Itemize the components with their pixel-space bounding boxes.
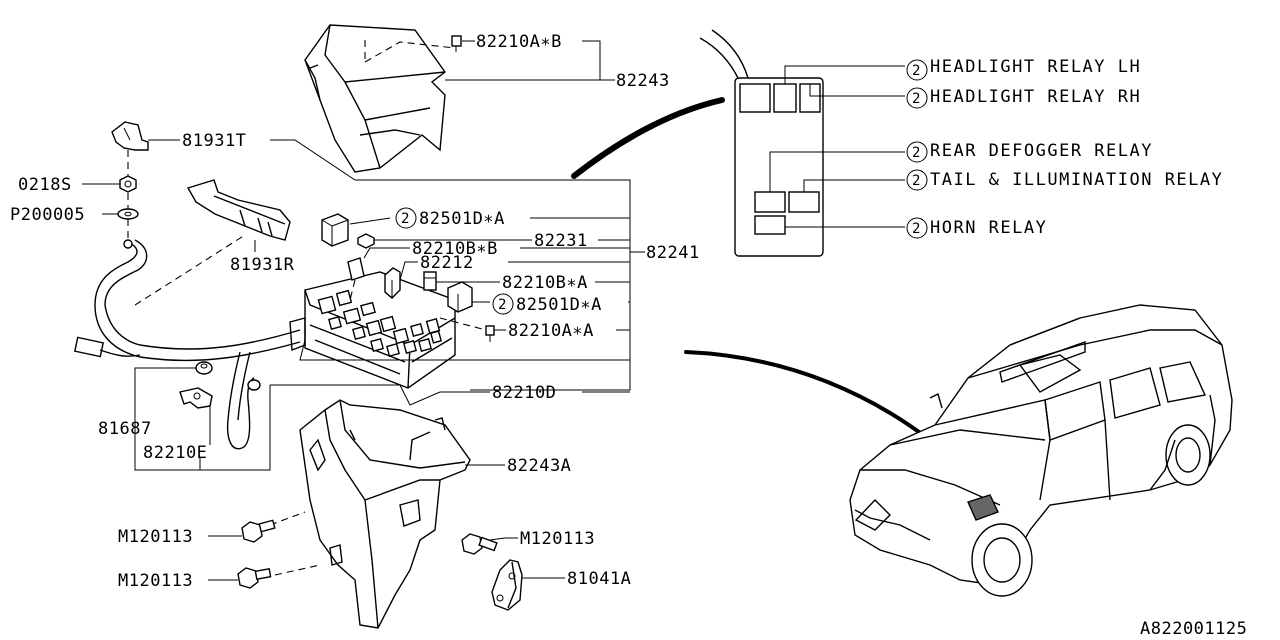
circle-mark-2: 2 (912, 91, 920, 107)
part-label-82243: 82243 (616, 71, 670, 91)
part-label-82210A-A: 82210A∗A (508, 321, 594, 341)
diagram-id: A822001125 (1140, 619, 1247, 639)
part-label-81931T: 81931T (182, 131, 246, 151)
part-label-82243A: 82243A (507, 456, 571, 476)
part-label-82210B-A: 82210B∗A (502, 273, 588, 293)
terminal-81931T (111, 121, 149, 178)
part-label-82231: 82231 (534, 231, 588, 251)
circle-marks: 2 2 2 2 2 2 2 (395, 59, 928, 315)
wire-harness (73, 234, 301, 450)
vehicle-illustration (849, 304, 1233, 597)
relay-label-headlight-rh: HEADLIGHT RELAY RH (930, 87, 1141, 107)
part-label-0218S: 0218S (18, 175, 72, 195)
clip-82210A-B (451, 35, 462, 52)
relay-label-tail-illumination: TAIL & ILLUMINATION RELAY (930, 170, 1223, 190)
fuse-82212 (384, 267, 401, 299)
nut-0218S (119, 175, 137, 193)
fuse-82210B-A (423, 271, 437, 291)
lower-bracket-82243A (269, 399, 471, 629)
part-label-m120113-3: M120113 (520, 529, 595, 549)
bolt-m120113-2 (237, 567, 272, 589)
pointer-to-relay-box (571, 97, 725, 179)
relay-leaders (769, 65, 905, 228)
part-label-P200005: P200005 (10, 205, 85, 225)
bolt-m120113-1 (241, 519, 276, 543)
part-label-82501D-A-1: 82501D∗A (419, 209, 505, 229)
relay-label-rear-defogger: REAR DEFOGGER RELAY (930, 141, 1153, 161)
circle-mark-7: 2 (498, 297, 506, 313)
relay-82501D-A-1 (321, 213, 349, 247)
relay-label-headlight-lh: HEADLIGHT RELAY LH (930, 57, 1141, 77)
part-label-82210D: 82210D (492, 383, 556, 403)
part-label-82210E: 82210E (143, 443, 207, 463)
fuse-box-cover (304, 24, 456, 173)
relay-label-horn: HORN RELAY (930, 218, 1047, 238)
part-label-82241: 82241 (646, 243, 700, 263)
part-label-m120113-1: M120113 (118, 527, 193, 547)
leader-lines (82, 40, 645, 581)
circle-mark-6: 2 (401, 211, 409, 227)
part-label-m120113-2: M120113 (118, 571, 193, 591)
bracket-81041A (491, 559, 523, 611)
part-label-82501D-A-2: 82501D∗A (516, 295, 602, 315)
relay-detail-box (699, 29, 824, 257)
relay-82501D-A-2 (447, 281, 473, 313)
circle-mark-3: 2 (912, 145, 920, 161)
fuse-82231 (357, 233, 375, 249)
circle-mark-4: 2 (912, 173, 920, 189)
bracket-81931R (186, 179, 291, 241)
part-label-81931R: 81931R (230, 255, 295, 275)
part-label-82212: 82212 (420, 253, 474, 273)
fuse-82210B-B (347, 257, 365, 301)
part-label-81687: 81687 (98, 419, 152, 439)
bolt-m120113-3 (461, 533, 498, 555)
main-fuse-box (289, 271, 456, 389)
part-label-82210A-B: 82210A∗B (476, 32, 562, 52)
terminal-82210E (179, 387, 213, 409)
circle-mark-5: 2 (912, 221, 920, 237)
nut-81687 (195, 361, 213, 375)
part-label-81041A: 81041A (567, 569, 631, 589)
circle-mark-1: 2 (912, 63, 920, 79)
part-label-82210B-B: 82210B∗B (412, 239, 498, 259)
washer-P200005 (117, 193, 139, 240)
